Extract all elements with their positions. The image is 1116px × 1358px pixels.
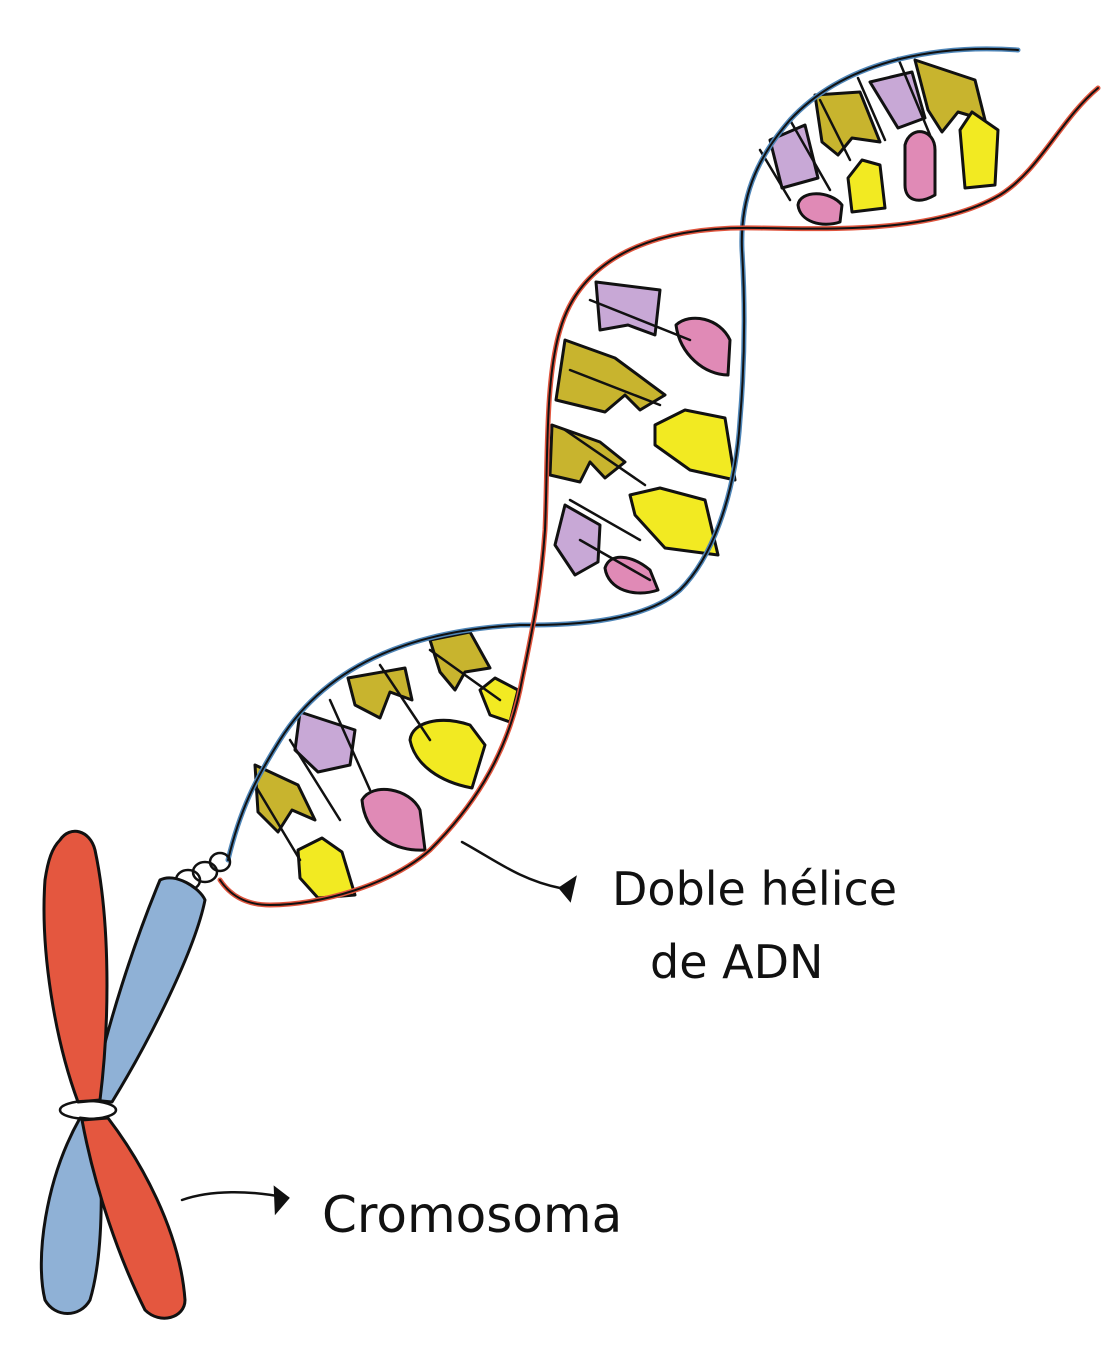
helix-label-line2: de ADN	[650, 935, 823, 989]
base-pair-yellow	[628, 486, 720, 557]
base-pair-pink	[603, 555, 660, 595]
strand-red	[217, 85, 1101, 908]
base-pair-olive	[913, 58, 987, 134]
base-pair-olive	[554, 338, 667, 414]
strand-blue	[225, 46, 1021, 863]
bottom-lobe-bases	[253, 630, 520, 900]
chromatid-red-lower	[80, 1116, 187, 1320]
base-pair-lilac	[868, 70, 927, 130]
dna-double-helix	[174, 46, 1101, 908]
helix-label-line1: Doble hélice	[612, 862, 897, 916]
base-pair-pink	[903, 130, 937, 202]
helix-arrow-icon	[460, 840, 577, 903]
top-lobe-bases	[768, 58, 1000, 226]
base-pair-olive	[548, 423, 627, 484]
chromosome-label: Cromosoma	[322, 1186, 622, 1244]
base-pair-yellow	[296, 836, 357, 900]
base-pair-pink	[674, 316, 732, 377]
chromatid-blue-upper	[90, 876, 207, 1104]
base-pair-pink	[360, 787, 427, 852]
base-pair-lilac	[768, 123, 820, 190]
chromatid-red-upper	[42, 829, 109, 1104]
base-pair-yellow	[958, 110, 1000, 190]
centromere-icon	[58, 1099, 118, 1121]
base-pair-yellow	[408, 718, 487, 790]
chromosome	[39, 829, 207, 1320]
base-pair-lilac	[553, 503, 602, 577]
base-pair-olive	[346, 666, 414, 720]
base-pair-pink	[796, 192, 844, 226]
base-pair-lilac	[293, 710, 357, 774]
base-pair-yellow	[846, 158, 887, 214]
base-pair-yellow	[653, 408, 737, 482]
base-pair-olive	[813, 90, 882, 157]
middle-lobe-bases	[548, 280, 737, 595]
chromosome-arrow-icon	[180, 1185, 290, 1216]
base-pair-olive	[253, 763, 317, 834]
base-pair-lilac	[594, 280, 662, 337]
base-pair-olive	[428, 630, 492, 692]
